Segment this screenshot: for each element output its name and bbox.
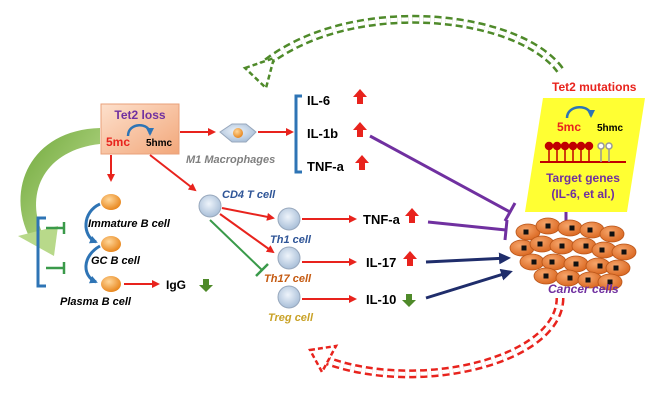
cancer-nucleus: [543, 273, 549, 279]
arrow-cd4-to-th1: [221, 207, 275, 221]
cancer-nucleus: [521, 245, 527, 251]
macrophage-cell: [219, 123, 257, 143]
cancer-nucleus: [569, 225, 575, 231]
th17-label: Th17 cell: [264, 273, 312, 285]
cancer-nucleus: [587, 227, 593, 233]
cytokine-il6: IL-6: [307, 93, 330, 108]
up-arrow-icon: [355, 155, 369, 170]
tet2-loss-title: Tet2 loss: [114, 108, 165, 122]
down-arrow-icon: [199, 279, 213, 292]
conversion-arrow-icon: [565, 106, 595, 119]
tcell-cytokine-tnfa: TNF-a: [363, 212, 401, 227]
tet2-loss-5mc: 5mc: [106, 135, 130, 149]
tcell-cytokine-il10: IL-10: [366, 292, 396, 307]
cytokine-il1b: IL-1b: [307, 126, 338, 141]
plasma-b-label: Plasma B cell: [60, 296, 132, 308]
cancer-nucleus: [567, 275, 573, 281]
methylation-marks: [544, 141, 594, 162]
th1-cell: [277, 207, 301, 231]
tet2-loss-box: Tet2 loss 5mc 5hmc: [100, 103, 180, 155]
up-arrow-icon: [353, 89, 367, 104]
down-arrow-icon: [402, 294, 416, 307]
inhibit-cd4-to-treg: [209, 219, 263, 271]
cancer-nucleus: [549, 259, 555, 265]
igg-label: IgG: [166, 278, 186, 292]
hydroxymethyl-marks: [597, 142, 613, 162]
cancer-nucleus: [559, 243, 565, 249]
conversion-arrow-icon: [126, 124, 154, 137]
cancer-nucleus: [597, 263, 603, 269]
cancer-nucleus: [583, 243, 589, 249]
tet2-mutations-box: 5mc 5hmc Target genes (IL-6, et al.): [525, 98, 645, 212]
immature-b-label: Immature B cell: [88, 218, 171, 230]
cancer-nucleus: [621, 249, 627, 255]
cancer-nucleus: [545, 223, 551, 229]
cancer-cells-label: Cancer cells: [548, 282, 619, 296]
cancer-nucleus: [531, 259, 537, 265]
cancer-cell-cluster: [509, 217, 637, 291]
target-genes-line1: Target genes: [546, 171, 620, 185]
b-cell-plasma: [101, 276, 121, 292]
up-arrow-icon: [353, 122, 367, 137]
treg-cell: [277, 285, 301, 309]
cancer-nucleus: [613, 265, 619, 271]
inhibit-il1b-to-cancer: [369, 134, 511, 214]
differentiation-arrow: [84, 244, 101, 284]
cd4-t-cell: [198, 194, 222, 218]
th17-cell: [277, 246, 301, 270]
th1-label: Th1 cell: [270, 234, 312, 246]
feedback-arrow-red: [308, 297, 565, 379]
inhibit-tnfa-to-cancer: [427, 220, 507, 232]
treg-label: Treg cell: [268, 312, 314, 324]
b-cell-gc: [101, 236, 121, 252]
tet2-loss-5hmc: 5hmc: [146, 138, 173, 149]
gc-b-label: GC B cell: [91, 255, 141, 267]
b-cell-immature: [101, 194, 121, 210]
cancer-nucleus: [573, 261, 579, 267]
arrow-il10-to-cancer: [425, 268, 513, 300]
arrow-cd4-to-th17: [219, 213, 275, 254]
tcell-cytokine-il17: IL-17: [366, 255, 396, 270]
arrow-il17-to-cancer: [425, 252, 511, 265]
cancer-nucleus: [607, 279, 613, 285]
b-cell-bracket: [36, 216, 46, 288]
tet2-mut-5mc: 5mc: [557, 120, 581, 134]
cancer-nucleus: [523, 229, 529, 235]
feedback-arrow-green: [242, 14, 564, 91]
arrow-tet2-to-cd4: [149, 154, 197, 192]
tet2-mut-5hmc: 5hmc: [597, 123, 624, 134]
cd4-label: CD4 T cell: [222, 189, 276, 201]
macrophage-label: M1 Macrophages: [186, 154, 275, 166]
target-genes-line2: (IL-6, et al.): [551, 187, 614, 201]
tet2-mutations-title: Tet2 mutations: [552, 80, 637, 94]
cytokine-bracket: [294, 94, 302, 174]
up-arrow-icon: [403, 251, 417, 266]
differentiation-arrow: [84, 202, 101, 244]
up-arrow-icon: [405, 208, 419, 223]
cancer-nucleus: [537, 241, 543, 247]
cancer-nucleus: [609, 231, 615, 237]
cytokine-tnfa: TNF-a: [307, 159, 345, 174]
cancer-nucleus: [599, 247, 605, 253]
cancer-nucleus: [585, 277, 591, 283]
